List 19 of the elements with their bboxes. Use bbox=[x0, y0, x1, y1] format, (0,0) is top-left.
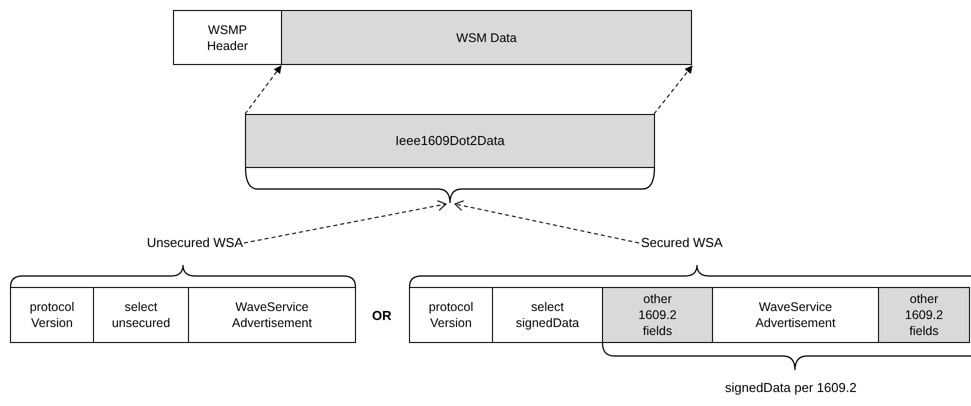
field-label: Secured WSA bbox=[641, 234, 723, 252]
field-cell: other 1609.2 fields bbox=[878, 287, 970, 343]
dashed-arrow bbox=[654, 65, 693, 114]
or-label: OR bbox=[372, 307, 392, 325]
dashed-arrow bbox=[244, 65, 282, 114]
field-cell: select signedData bbox=[492, 287, 603, 343]
dashed-arrow bbox=[454, 200, 640, 244]
data-field-box: Ieee1609Dot2Data bbox=[245, 114, 655, 168]
field-cell: other 1609.2 fields bbox=[602, 287, 713, 343]
field-cell: protocol Version bbox=[409, 287, 493, 343]
brace-label: signedData per 1609.2 bbox=[725, 379, 857, 397]
field-label: Unsecured WSA bbox=[146, 234, 243, 252]
field-cell: WaveService Advertisement bbox=[188, 287, 356, 343]
field-cell: WSM Data bbox=[281, 10, 692, 65]
field-cell: protocol Version bbox=[10, 287, 94, 343]
dashed-arrow bbox=[244, 200, 446, 244]
field-cell: select unsecured bbox=[93, 287, 189, 343]
field-cell: WSMP Header bbox=[173, 10, 282, 65]
field-cell: WaveService Advertisement bbox=[712, 287, 879, 343]
